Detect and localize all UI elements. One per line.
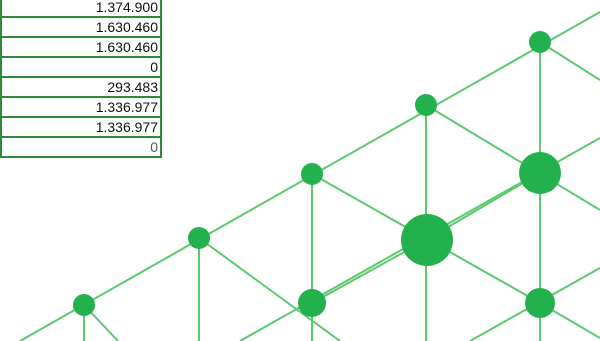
table-row: 293.483 (1, 77, 161, 97)
table-cell[interactable]: 0 (1, 137, 161, 157)
edge (426, 105, 600, 210)
node (525, 288, 555, 318)
node (188, 227, 210, 249)
node (301, 163, 323, 185)
table-row: 1.374.900 (1, 0, 161, 17)
node (415, 94, 437, 116)
table-cell[interactable]: 0 (1, 57, 161, 77)
table-row: 1.336.977 (1, 97, 161, 117)
node (401, 214, 453, 266)
spreadsheet-column: 1.374.900 1.630.460 1.630.460 0 293.483 … (0, 0, 162, 158)
node (73, 294, 95, 316)
edge (199, 238, 340, 341)
node (298, 289, 326, 317)
table-cell[interactable]: 293.483 (1, 77, 161, 97)
table-cell[interactable]: 1.630.460 (1, 37, 161, 57)
node (519, 152, 561, 194)
table-cell[interactable]: 1.374.900 (1, 0, 161, 17)
table-row: 1.630.460 (1, 37, 161, 57)
table-cell[interactable]: 1.336.977 (1, 117, 161, 137)
table-row: 0 (1, 57, 161, 77)
table-cell[interactable]: 1.336.977 (1, 97, 161, 117)
table-row: 1.630.460 (1, 17, 161, 37)
table-cell[interactable]: 1.630.460 (1, 17, 161, 37)
table-row: 0 (1, 137, 161, 157)
table-row: 1.336.977 (1, 117, 161, 137)
node (529, 31, 551, 53)
